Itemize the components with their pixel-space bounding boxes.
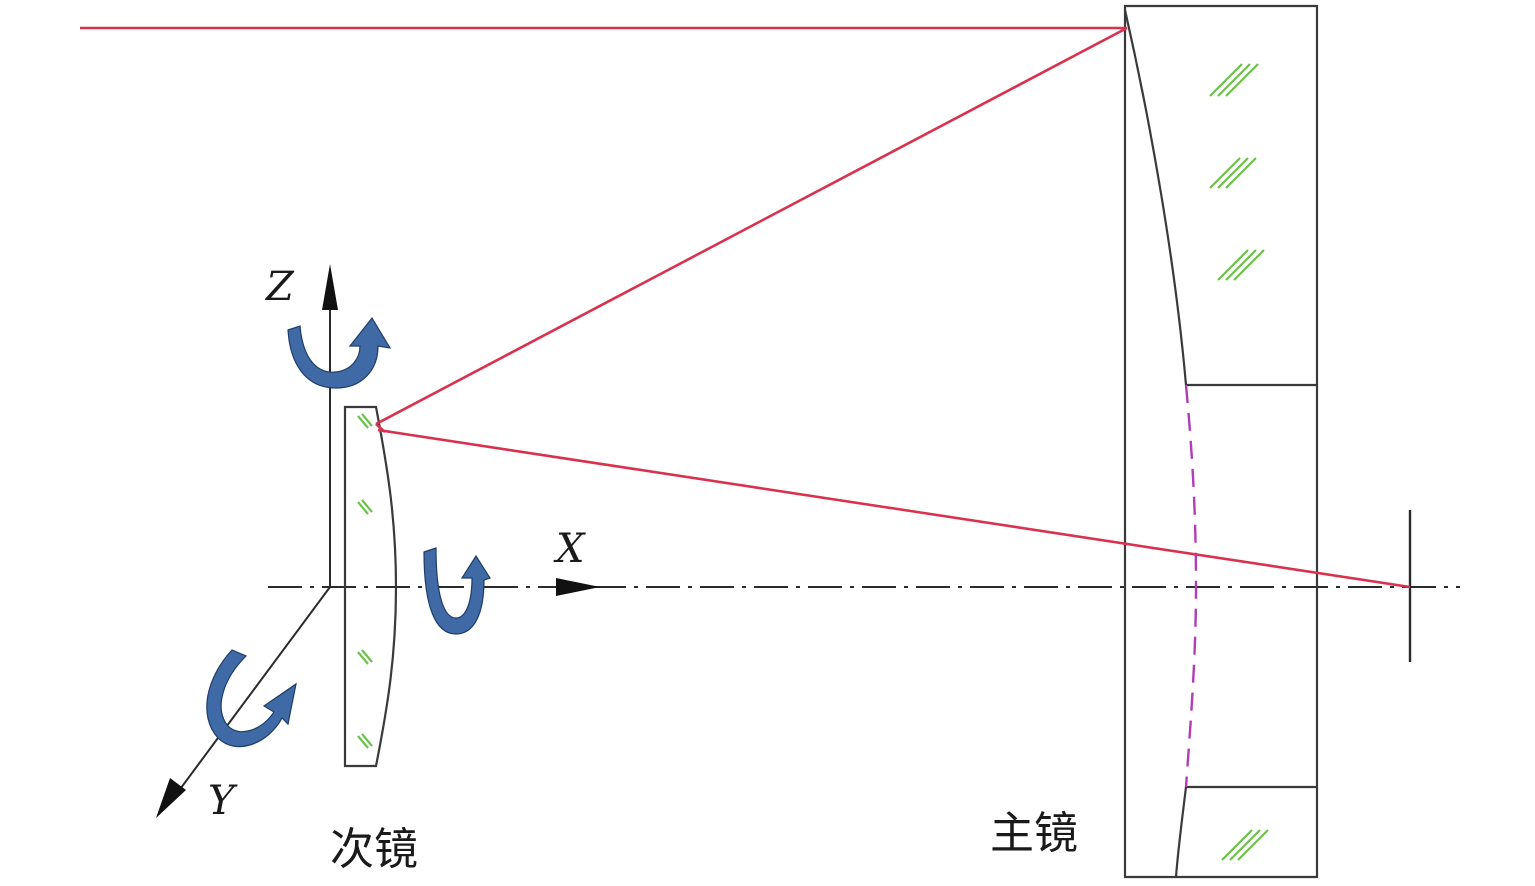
- ray-path: [80, 26, 1411, 589]
- rotation-about-x-icon: [423, 547, 491, 635]
- primary-mirror-label: 主镜: [990, 808, 1078, 859]
- rotation-about-y-icon: [206, 649, 297, 748]
- secondary-mirror-label: 次镜: [330, 824, 418, 875]
- primary-mirror-glass-hatch: [1209, 63, 1269, 861]
- secondary-mirror-glass-hatch: [357, 413, 373, 749]
- z-axis-arrowhead: [322, 264, 338, 310]
- secondary-mirror: [343, 405, 398, 768]
- y-axis-line: [171, 586, 331, 801]
- rotation-about-z-icon: [287, 316, 392, 389]
- z-axis-label: Z: [264, 264, 295, 310]
- x-axis-arrowhead: [556, 578, 600, 596]
- x-axis-label: X: [553, 526, 586, 572]
- primary-mirror: [1123, 4, 1319, 879]
- y-axis-label: Y: [208, 778, 238, 824]
- y-axis-arrowhead: [156, 778, 186, 818]
- primary-mirror-central-hole: [1184, 384, 1198, 788]
